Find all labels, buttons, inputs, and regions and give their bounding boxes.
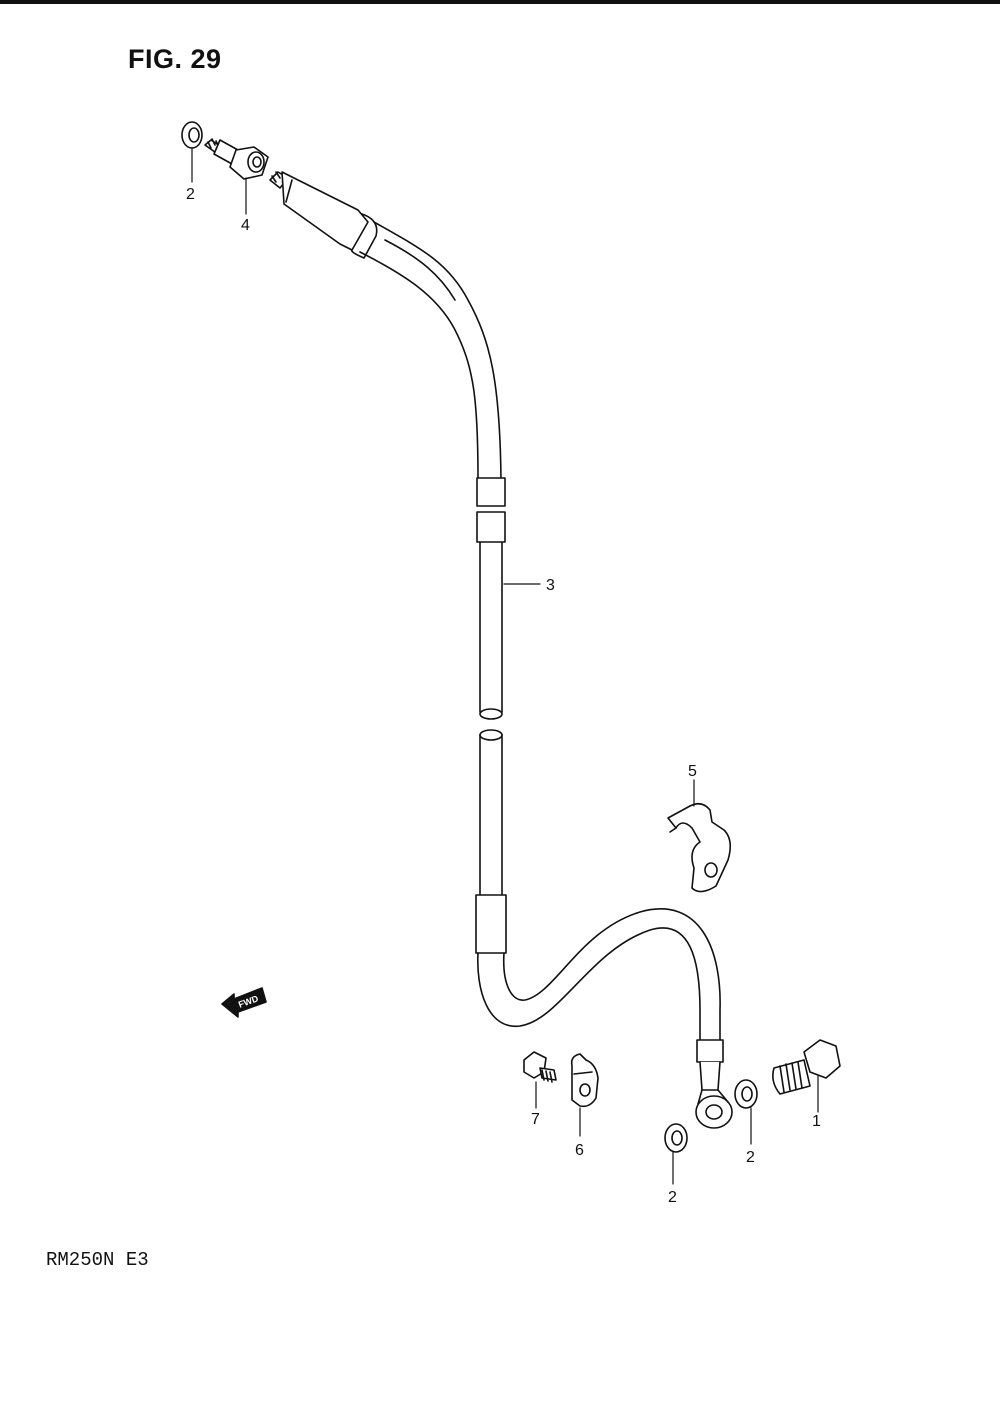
washer-part-2-top <box>181 121 203 149</box>
model-code: RM250N E3 <box>46 1249 149 1271</box>
callout-6: 6 <box>575 1142 584 1159</box>
callout-5: 5 <box>688 763 697 780</box>
top-border <box>0 0 1000 4</box>
union-bolt-part-1 <box>772 1039 841 1095</box>
callout-2-right: 2 <box>746 1149 755 1166</box>
callout-7: 7 <box>531 1111 540 1128</box>
callout-2-top: 2 <box>186 186 195 203</box>
washer-part-2-right <box>734 1079 758 1109</box>
arrow-left-icon <box>221 987 267 1018</box>
callout-2-bottom: 2 <box>668 1189 677 1206</box>
bolt-part-7 <box>523 1051 557 1083</box>
callout-1: 1 <box>812 1113 821 1130</box>
figure-title: FIG. 29 <box>128 44 222 74</box>
washer-part-2-left <box>664 1123 688 1153</box>
clamp-part-6 <box>570 1053 599 1108</box>
clamp-part-5 <box>667 802 732 893</box>
callout-4: 4 <box>241 217 250 234</box>
fitting-part-4 <box>204 138 269 180</box>
callout-3: 3 <box>546 577 555 594</box>
brake-hose-part-3 <box>269 171 733 1129</box>
